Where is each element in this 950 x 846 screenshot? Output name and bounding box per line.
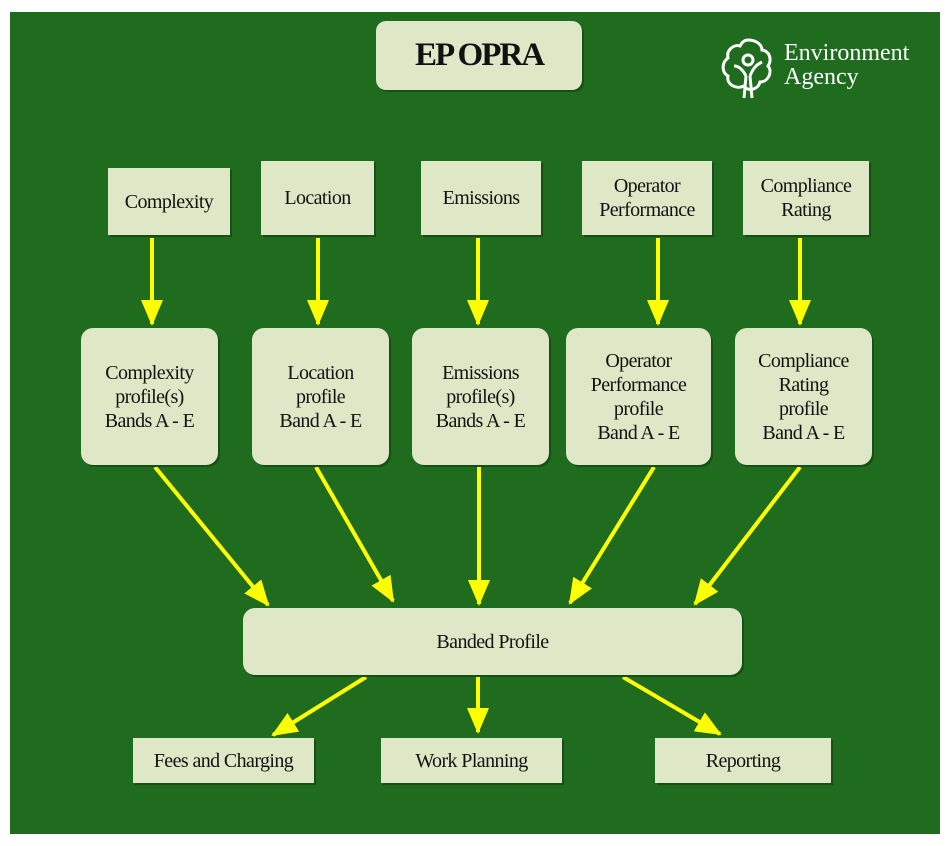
- arrow-location-profile-to-banded: [314, 466, 395, 603]
- arrow-complexity-profile-to-banded: [153, 465, 270, 607]
- environment-agency-logo: Environment Agency: [718, 36, 938, 100]
- output-box-work-planning: Work Planning: [381, 738, 562, 783]
- logo-text-line1: Environment: [784, 40, 910, 66]
- profile-label: Compliance Rating profile Band A - E: [758, 349, 849, 444]
- input-label: Complexity: [124, 190, 214, 213]
- output-box-reporting: Reporting: [655, 738, 831, 783]
- arrow-compliance-profile-to-banded: [693, 465, 802, 606]
- profile-label: Operator Performance profile Band A - E: [590, 349, 687, 444]
- input-box-location: Location: [261, 161, 374, 235]
- profile-box-emissions: Emissions profile(s) Bands A - E: [412, 328, 549, 465]
- profile-label: Emissions profile(s) Bands A - E: [435, 361, 526, 432]
- arrow-operator-profile-to-banded: [568, 465, 656, 605]
- output-label: Work Planning: [415, 749, 528, 772]
- profile-label: Location profile Band A - E: [279, 361, 362, 432]
- profile-label: Complexity profile(s) Bands A - E: [104, 361, 195, 432]
- input-label: Emissions: [442, 187, 520, 209]
- input-box-operator-performance: Operator Performance: [582, 161, 712, 235]
- input-box-compliance-rating: Compliance Rating: [743, 161, 869, 235]
- banded-profile-box: Banded Profile: [243, 608, 742, 675]
- arrow-banded-to-fees: [271, 675, 368, 737]
- tree-icon: [721, 38, 772, 99]
- input-label: Operator Performance: [599, 175, 695, 221]
- profile-box-location: Location profile Band A - E: [252, 328, 389, 465]
- input-box-complexity: Complexity: [108, 168, 230, 235]
- arrow-banded-to-reporting: [621, 675, 722, 736]
- output-label: Reporting: [705, 749, 781, 772]
- output-box-fees-and-charging: Fees and Charging: [133, 738, 314, 783]
- banded-profile-label: Banded Profile: [436, 630, 549, 653]
- input-box-emissions: Emissions: [421, 161, 541, 235]
- profile-box-complexity: Complexity profile(s) Bands A - E: [81, 328, 218, 465]
- profile-box-operator-performance: Operator Performance profile Band A - E: [566, 328, 711, 465]
- logo-text-line2: Agency: [784, 64, 859, 90]
- input-label: Location: [284, 187, 351, 209]
- profile-box-compliance-rating: Compliance Rating profile Band A - E: [735, 328, 872, 465]
- diagram-title: EP OPRA: [414, 36, 545, 73]
- title-box: EP OPRA: [376, 21, 582, 90]
- output-label: Fees and Charging: [153, 749, 294, 772]
- input-label: Compliance Rating: [760, 175, 852, 221]
